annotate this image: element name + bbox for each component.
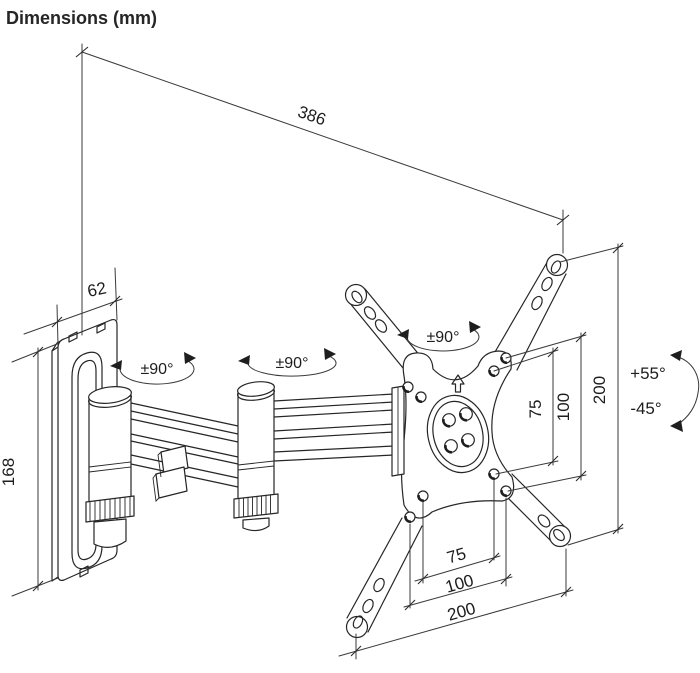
spider-arm-bl-slot-2	[373, 577, 385, 593]
spider-arm-tr-tip-hole	[550, 260, 562, 274]
boss-inner-ring	[432, 400, 484, 468]
spider-arm-bl-slot-1	[362, 598, 374, 614]
tilt-arrow-up-icon	[670, 350, 682, 361]
cable-clip-lower	[155, 466, 188, 499]
dim-plate-height-200: 200	[559, 242, 624, 546]
dim-height-168: 168	[0, 343, 59, 597]
tilt-up-label: +55°	[630, 364, 666, 383]
arm2-bars	[273, 393, 395, 462]
swivel-indicator-mid: ±90°	[238, 348, 337, 377]
pivot2-cap	[237, 381, 275, 397]
width-200-label: 200	[445, 599, 478, 625]
tilt-down-label: -45°	[630, 399, 661, 418]
boss-outer-ring	[426, 394, 490, 474]
tilt-indicator: +55° -45°	[630, 350, 700, 432]
spider-arm-br-tip-hole	[553, 528, 565, 542]
dim-reach-386: 386	[75, 43, 570, 336]
spider-arm-tl-slot-2	[374, 319, 388, 333]
rotation-arrow-icon	[238, 355, 250, 365]
spider-arm-top-left	[344, 283, 422, 369]
tilt-arrow-down-icon	[670, 420, 683, 432]
spider-arm-br-slot-1	[537, 514, 551, 528]
pivot1-cap	[88, 386, 132, 404]
wall-plate-top-tabs	[68, 322, 106, 578]
vesa-plate	[391, 350, 515, 523]
orientation-up-arrow-icon	[451, 374, 465, 393]
vesa-75-vertical-label: 75	[526, 400, 545, 419]
spider-arm-tr-slot-2	[531, 295, 543, 311]
mount-assembly	[51, 253, 572, 639]
center-boss	[426, 394, 490, 474]
dim-depth-label: 62	[86, 278, 108, 301]
pivot2-bottom-stub	[242, 517, 270, 532]
rotation-arrow-icon	[324, 348, 336, 360]
cable-clip	[152, 445, 189, 502]
swivel-indicator-plate: ±90°	[397, 321, 481, 352]
swivel2-label: ±90°	[276, 355, 309, 372]
rotation-arrow-icon	[110, 360, 122, 370]
page-title: Dimensions (mm)	[6, 8, 157, 28]
spider-arm-br-tip	[548, 524, 572, 548]
spider-arm-top-right	[494, 253, 569, 371]
dim-reach-label: 386	[295, 102, 328, 129]
swivel-indicator-wall: ±90°	[110, 352, 196, 385]
dim-vesa-vertical-75: 75	[493, 346, 559, 475]
pivot2-body	[237, 389, 275, 501]
pivot1-band	[88, 461, 132, 473]
arm-link-2	[273, 393, 395, 462]
dim-depth-62: 62	[23, 267, 123, 346]
spider-arm-bottom-right	[496, 473, 572, 548]
pivot1-body	[88, 395, 132, 504]
spider-arm-tl-tip	[344, 283, 368, 307]
swivel1-label: ±90°	[141, 361, 174, 378]
dim-height-label: 168	[0, 458, 18, 486]
pivot1-knob-knurls	[89, 496, 131, 522]
dim-vesa-horizontal-75: 75	[414, 479, 501, 585]
rotation-arrow-icon	[184, 352, 196, 364]
pivot1-bottom-stub	[93, 518, 127, 548]
cable-clip-upper	[160, 445, 189, 475]
swivel3-label: ±90°	[427, 329, 460, 346]
rotation-arrow-icon	[397, 329, 409, 339]
dim-vesa-vertical-100: 100	[505, 331, 587, 492]
pivot2-knob-knurls	[238, 494, 271, 518]
vesa-100-vertical-label: 100	[554, 393, 573, 421]
height-200-label: 200	[590, 376, 609, 404]
mid-pivot-joint	[233, 381, 279, 532]
vesa-100-horizontal-label: 100	[443, 571, 476, 597]
rotation-arrow-icon	[469, 321, 481, 333]
spider-arm-tl-slot-1	[363, 306, 377, 320]
spider-arm-tl-tip-hole	[351, 290, 363, 304]
vesa-75-horizontal-label: 75	[445, 544, 468, 567]
pivot2-band	[237, 460, 275, 471]
spider-arm-bottom-left	[345, 517, 423, 639]
spider-arm-bl-tip-hole	[352, 615, 364, 629]
wall-pivot-joint	[85, 386, 135, 548]
vesa-spider-arms	[344, 253, 572, 639]
pivot2-knob	[233, 493, 279, 519]
spider-arm-tr-slot-1	[541, 276, 553, 292]
motion-indicators: ±90° ±90° ±90° +55° -45°	[110, 321, 700, 432]
cable-clip-edges	[152, 451, 162, 502]
vesa-screw-holes	[402, 352, 512, 523]
spider-arm-bl-tip	[345, 615, 369, 639]
